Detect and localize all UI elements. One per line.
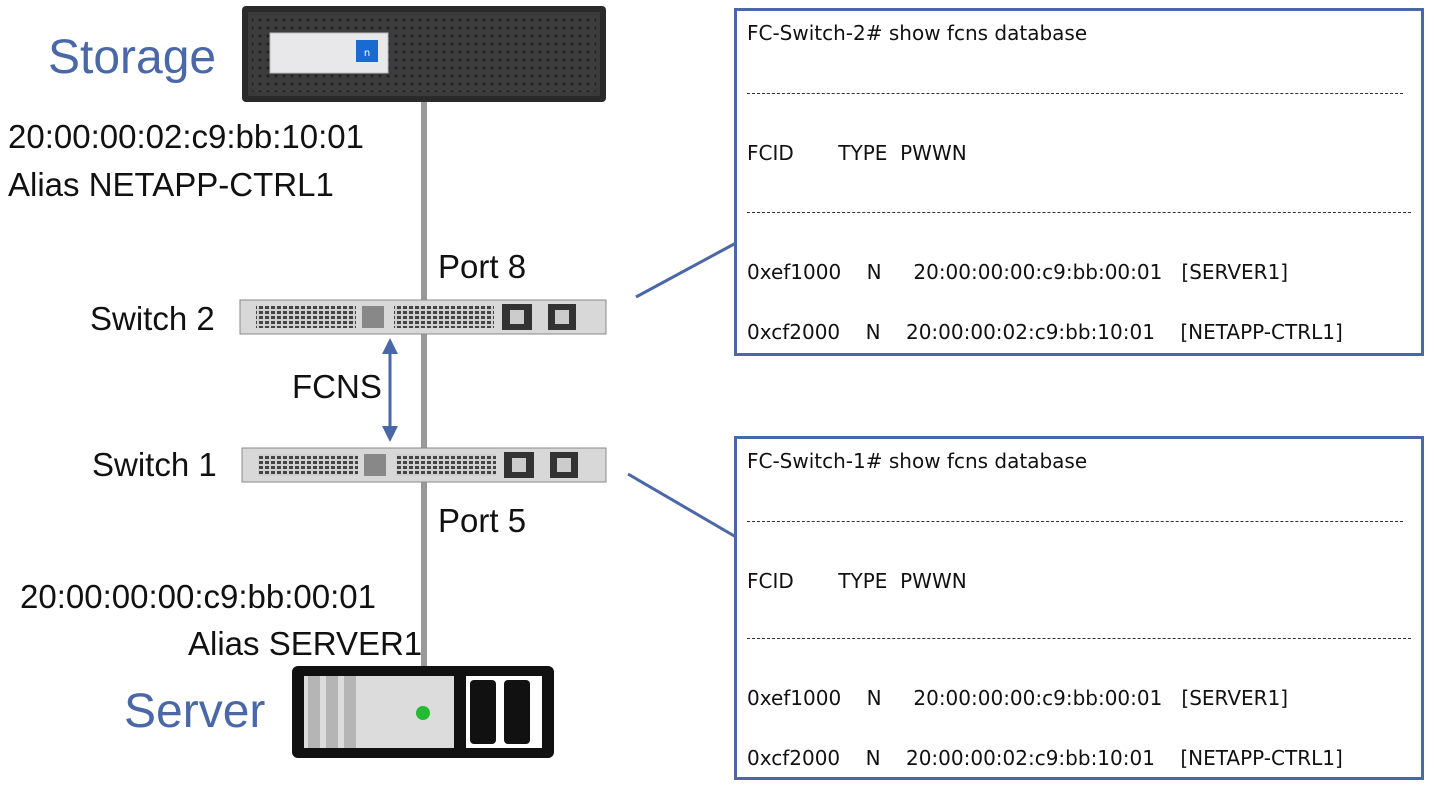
server-wwpn: 20:00:00:00:c9:bb:00:01 <box>20 578 376 615</box>
port-5-label: Port 5 <box>438 502 527 539</box>
server-alias: Alias SERVER1 <box>188 625 423 662</box>
fcns-sync-arrow <box>382 338 398 442</box>
cli-row: 0xcf2000 N 20:00:00:02:c9:bb:10:01 [NETA… <box>747 320 1343 344</box>
cli-command: FC-Switch-1# show fcns database <box>747 449 1088 473</box>
callout-line-switch-2 <box>635 241 737 299</box>
cli-row: 0xcf2000 N 20:00:00:02:c9:bb:10:01 [NETA… <box>747 746 1343 770</box>
storage-alias: Alias NETAPP-CTRL1 <box>8 166 334 203</box>
storage-wwpn: 20:00:00:02:c9:bb:10:01 <box>8 118 364 155</box>
divider <box>747 521 1403 522</box>
divider <box>747 212 1411 213</box>
fcns-label: FCNS <box>292 368 382 405</box>
cli-output-switch-1: FC-Switch-1# show fcns database FCID TYP… <box>734 436 1424 780</box>
switch-1-icon <box>241 447 607 483</box>
switch-2-icon <box>239 299 607 335</box>
cli-output-switch-2: FC-Switch-2# show fcns database FCID TYP… <box>734 8 1424 356</box>
cli-row: 0xef1000 N 20:00:00:00:c9:bb:00:01 [SERV… <box>747 686 1289 710</box>
divider <box>747 638 1411 639</box>
switch-1-label: Switch 1 <box>92 446 217 483</box>
server-title: Server <box>124 685 266 738</box>
port-8-label: Port 8 <box>438 248 527 285</box>
storage-title: Storage <box>48 31 217 84</box>
cli-row: 0xef1000 N 20:00:00:00:c9:bb:00:01 [SERV… <box>747 260 1289 284</box>
divider <box>747 93 1403 94</box>
callout-line-switch-1 <box>627 472 737 539</box>
svg-text:n: n <box>364 48 370 59</box>
switch-2-label: Switch 2 <box>90 300 215 337</box>
cli-header: FCID TYPE PWWN <box>747 569 967 593</box>
cli-header: FCID TYPE PWWN <box>747 141 967 165</box>
server-icon <box>292 666 554 758</box>
cli-command: FC-Switch-2# show fcns database <box>747 21 1088 45</box>
storage-array-icon: n <box>242 6 606 102</box>
